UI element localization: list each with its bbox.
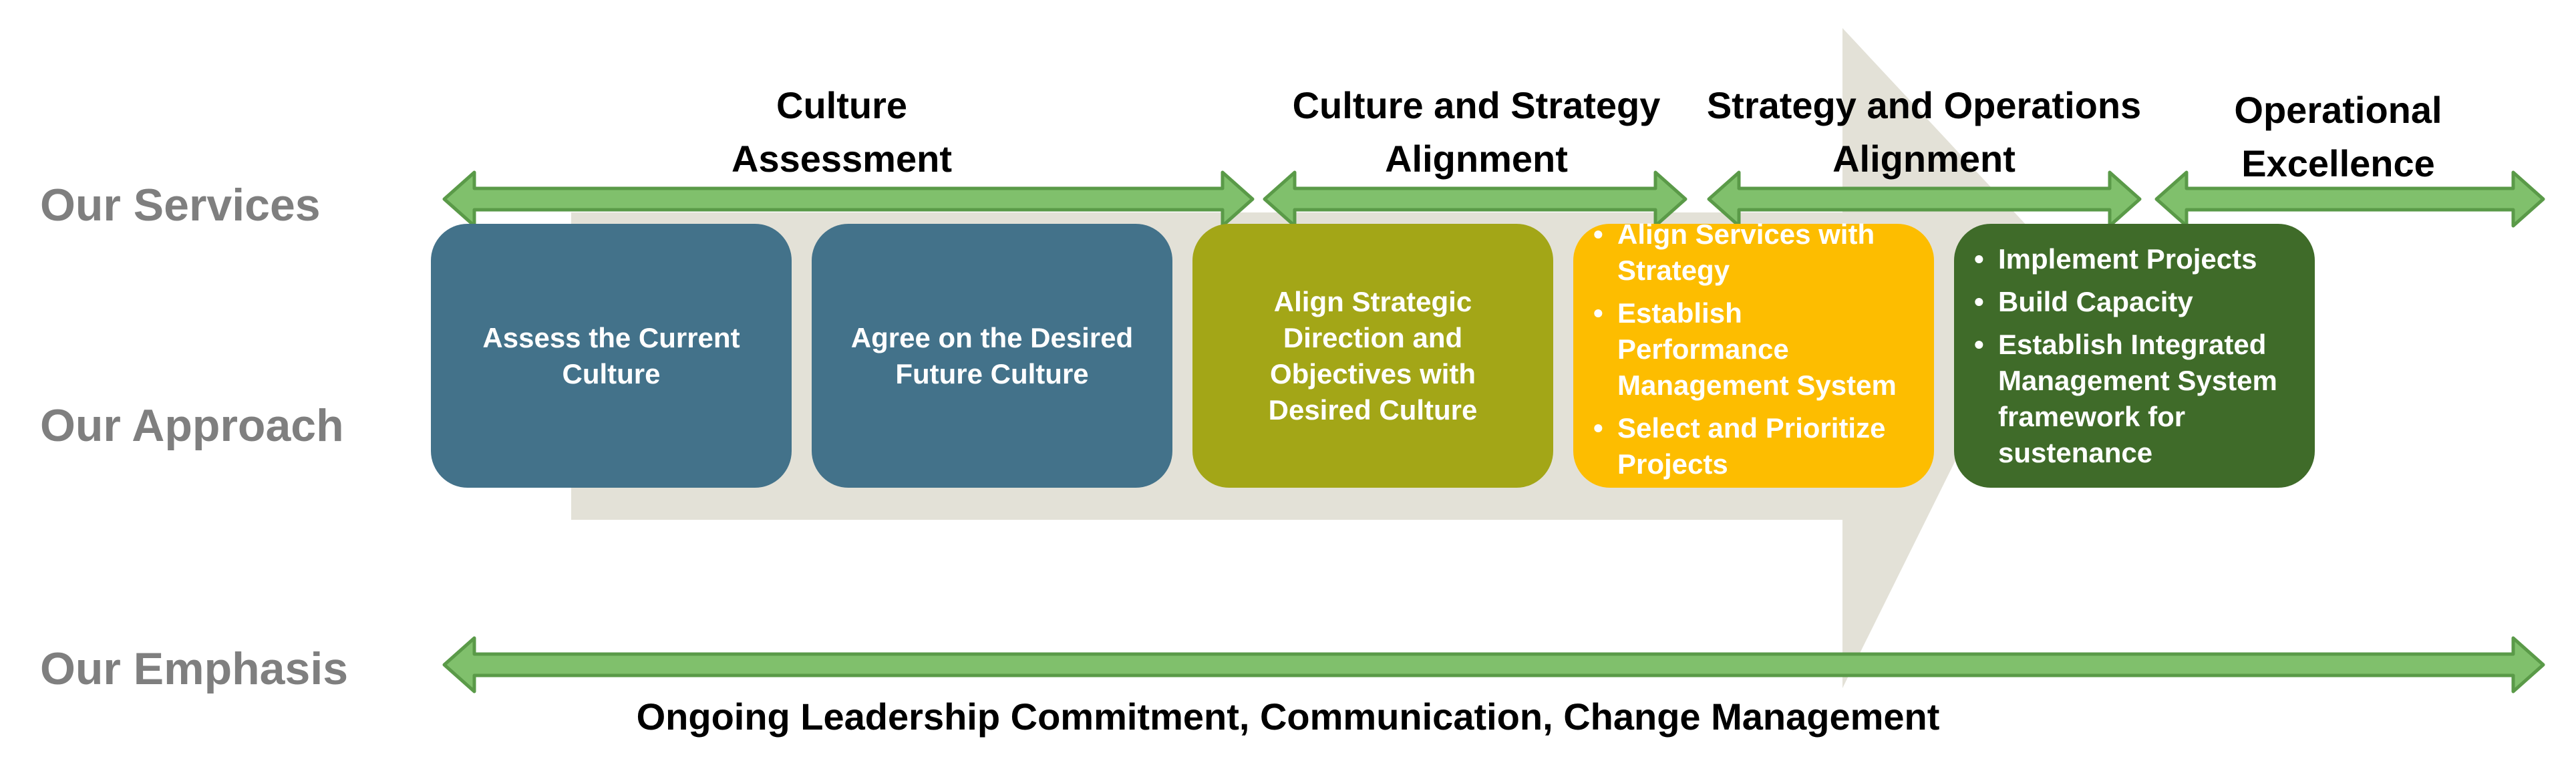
step-bullet-list-services: Align Services with Strategy Establish P… — [1573, 210, 1934, 489]
bullet-establish-ims: Establish Integrated Management System f… — [1974, 327, 2301, 471]
step-text-assess: Assess the Current Culture — [482, 321, 740, 390]
phase-label-culture-strategy-alignment: Culture and Strategy Alignment — [1292, 84, 1661, 180]
bullet-establish-performance: Establish Performance Management System — [1593, 295, 1914, 404]
step-text-agree: Agree on the Desired Future Culture — [850, 321, 1134, 390]
bullet-implement-projects: Implement Projects — [1974, 241, 2301, 277]
bullet-select-projects: Select and Prioritize Projects — [1593, 410, 1914, 482]
row-label-approach: Our Approach — [40, 400, 344, 451]
phase-label-culture-assessment: Culture Assessment — [732, 84, 952, 180]
emphasis-text: Ongoing Leadership Commitment, Communica… — [636, 696, 1940, 738]
bullet-build-capacity: Build Capacity — [1974, 284, 2301, 320]
phase-label-operational-excellence: Operational Excellence — [2234, 89, 2442, 184]
step-box-services-strategy: Align Services with Strategy Establish P… — [1573, 216, 1934, 488]
strategy-operations-span-arrow — [1707, 170, 2142, 228]
phase-label-strategy-operations-alignment: Strategy and Operations Alignment — [1706, 84, 2142, 180]
row-label-services: Our Services — [40, 180, 321, 230]
row-label-emphasis: Our Emphasis — [40, 643, 349, 694]
step-box-assess-current-culture: Assess the Current Culture — [431, 224, 792, 488]
step-box-implement-projects: Implement Projects Build Capacity Establ… — [1954, 224, 2315, 488]
bullet-align-services: Align Services with Strategy — [1593, 216, 1914, 289]
step-bullet-list-implement: Implement Projects Build Capacity Establ… — [1954, 235, 2315, 478]
step-box-agree-desired-culture: Agree on the Desired Future Culture — [812, 224, 1172, 488]
emphasis-span-arrow — [442, 636, 2545, 693]
operational-excellence-span-arrow — [2154, 170, 2545, 228]
step-text-align: Align Strategic Direction and Objectives… — [1268, 285, 1478, 426]
step-box-align-strategic-direction: Align Strategic Direction and Objectives… — [1192, 224, 1553, 488]
culture-strategy-span-arrow — [1263, 170, 1687, 228]
culture-assessment-span-arrow — [442, 170, 1255, 228]
